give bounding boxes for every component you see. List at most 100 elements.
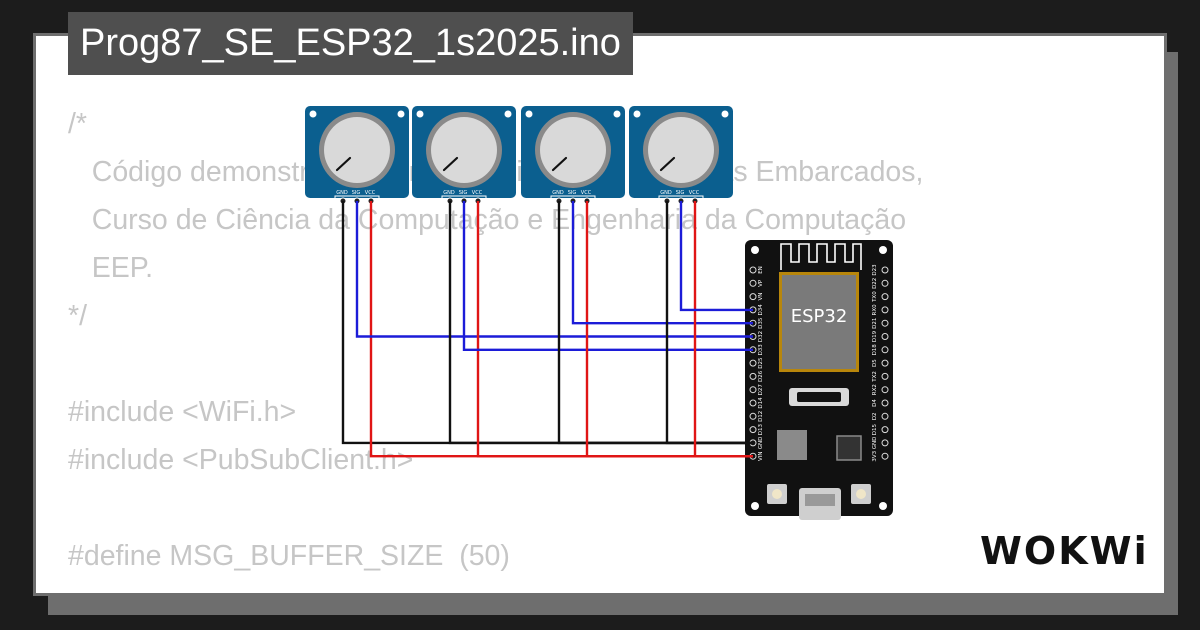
esp32-pin	[749, 386, 757, 394]
esp32-pin-label: 3V3	[872, 450, 878, 461]
wire-gnd	[448, 201, 753, 445]
esp32-pin-label: D15	[872, 423, 878, 435]
esp32-pin-label: GND	[758, 437, 764, 450]
esp32-mount-hole	[879, 246, 887, 254]
pot-hole	[309, 110, 317, 118]
wokwi-logo: WOKWi	[980, 529, 1148, 573]
esp32-pin-label: D14	[758, 397, 764, 409]
esp32-pin	[881, 279, 889, 287]
esp32-pin	[749, 293, 757, 301]
wire-vcc	[585, 201, 753, 458]
esp32-pin-label: D23	[872, 264, 878, 276]
esp32-pin	[881, 399, 889, 407]
code-line: #include <PubSubClient.h>	[68, 444, 414, 476]
usb-port	[805, 494, 835, 506]
potentiometer: GND SIG VCC	[412, 106, 516, 206]
pot-hole	[525, 110, 533, 118]
esp32-shield	[782, 275, 856, 369]
esp32-pin	[881, 452, 889, 460]
esp32-pin	[749, 399, 757, 407]
esp32-pin-label: D27	[758, 384, 764, 396]
code-line: #define MSG_BUFFER_SIZE (50)	[68, 540, 510, 572]
esp32-pin	[881, 293, 889, 301]
esp32-pin-label: VP	[758, 279, 764, 287]
wire-gnd	[341, 201, 753, 445]
esp32-pin	[881, 372, 889, 380]
pot-knob	[431, 117, 497, 183]
esp32-pin-label: D18	[872, 344, 878, 356]
pot-pin-label: GND	[336, 190, 348, 196]
esp32-pin-label: D21	[872, 318, 878, 329]
pot-indicator	[335, 156, 352, 172]
pot-hole	[504, 110, 512, 118]
esp32-pin	[881, 266, 889, 274]
pot-pin-label: GND	[660, 190, 672, 196]
esp32-pin-label: D32	[758, 331, 764, 342]
esp32-pin	[881, 319, 889, 327]
esp32-pin	[881, 412, 889, 420]
pot-indicator	[659, 156, 676, 172]
usb-chip	[836, 435, 862, 461]
esp32-pin-label: D34	[758, 304, 764, 316]
code-line: EEP.	[68, 252, 154, 284]
esp32-pin-label: VN	[758, 293, 764, 301]
code-line: /*	[68, 108, 88, 140]
pot-pin-label: SIG	[676, 190, 685, 196]
esp32-pin-label: D13	[758, 423, 764, 435]
esp32-pin-label: RX2	[872, 384, 878, 395]
pot-hole	[613, 110, 621, 118]
pot-hole	[397, 110, 405, 118]
pot-knob	[324, 117, 390, 183]
pot-pin-label: SIG	[459, 190, 468, 196]
button-cap	[772, 489, 782, 499]
esp32-pin-label: D35	[758, 317, 764, 329]
pot-pin-label: VCC	[365, 190, 376, 196]
pot-indicator	[551, 156, 568, 172]
wire-gnd	[665, 201, 753, 445]
esp32-pin-label: RX0	[872, 304, 878, 316]
esp32-pin	[881, 426, 889, 434]
wire-vcc	[693, 201, 753, 458]
esp32-mount-hole	[751, 502, 759, 510]
esp32-pin-label: D26	[758, 370, 764, 382]
esp32-pin	[881, 359, 889, 367]
pot-hole	[633, 110, 641, 118]
wire-signal	[355, 201, 753, 338]
pot-pin-label: GND	[552, 190, 564, 196]
esp32-pin	[749, 279, 757, 287]
pot-knob	[540, 117, 606, 183]
wire-signal	[679, 201, 753, 312]
esp32-pin	[749, 412, 757, 420]
button-cap	[856, 489, 866, 499]
esp32-pin	[881, 439, 889, 447]
esp32-label: ESP32	[791, 306, 848, 327]
esp32-pin	[881, 386, 889, 394]
esp32-pin-label: D5	[872, 359, 878, 367]
esp32-pin	[749, 372, 757, 380]
esp32-pin	[749, 266, 757, 274]
esp32-mount-hole	[879, 502, 887, 510]
code-line: Curso de Ciência da Computação e Engenha…	[68, 204, 907, 236]
wokwi-logo-text: WOKWi	[980, 529, 1148, 573]
esp32-pin-label: D12	[758, 411, 764, 422]
esp32-pin-label: GND	[872, 437, 878, 450]
esp32-antenna	[780, 243, 862, 270]
esp32-pin-label: D2	[872, 412, 878, 420]
pot-pin-label: VCC	[581, 190, 592, 196]
wire-signal	[462, 201, 753, 351]
esp32-pin	[749, 426, 757, 434]
esp32-pin	[881, 346, 889, 354]
pot-pin-label: SIG	[568, 190, 577, 196]
esp32-silkscreen-inner	[797, 392, 841, 402]
esp32-pin-label: D22	[872, 278, 878, 289]
pot-pin-label: GND	[443, 190, 455, 196]
pot-pin-label: VCC	[472, 190, 483, 196]
esp32-pin-label: TX0	[872, 291, 878, 303]
pot-pin-label: VCC	[689, 190, 700, 196]
potentiometer: GND SIG VCC	[629, 106, 733, 206]
esp32-pin-label: D19	[872, 330, 878, 342]
wire-signal	[571, 201, 753, 325]
esp32-pin	[881, 333, 889, 340]
